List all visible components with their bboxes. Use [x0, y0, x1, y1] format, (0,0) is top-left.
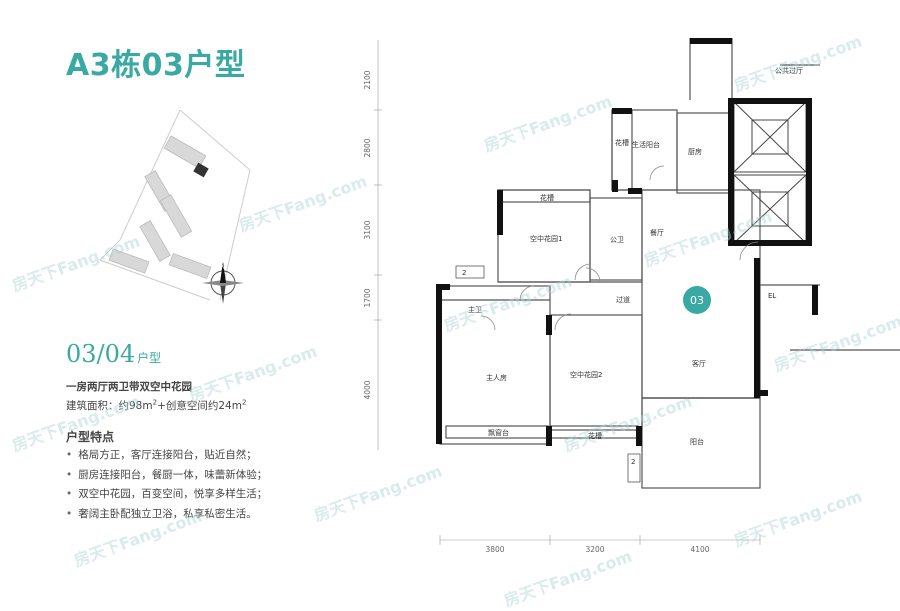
- room-label: 空中花园1: [530, 234, 562, 243]
- site-boundary: [99, 110, 181, 261]
- unit-type-number: 03/04: [66, 340, 136, 368]
- ac-tag: 2: [631, 458, 635, 466]
- feature-item: 格局方正，客厅连接阳台，贴近自然；: [66, 446, 267, 466]
- features-heading: 户型特点: [66, 430, 115, 444]
- building-block: [108, 248, 150, 274]
- room-label: 花槽: [588, 431, 602, 440]
- dim-label: 2100: [363, 70, 372, 89]
- elevator-shaft: [733, 101, 807, 244]
- room-label: 主人房: [486, 373, 507, 382]
- dim-label: 3100: [363, 220, 372, 239]
- dim-label: 4100: [690, 545, 709, 554]
- area-sup: 2: [152, 398, 158, 407]
- dim-label: 1700: [363, 288, 372, 307]
- area-building: 建筑面积：约98m: [66, 400, 153, 412]
- dim-label: 3800: [485, 545, 504, 554]
- north-label: N: [221, 264, 226, 271]
- building-block: [159, 194, 193, 238]
- watermark-text: 房天下Fang.com: [186, 341, 320, 406]
- unit-marker-label: 03: [690, 294, 704, 307]
- dim-label: 4000: [363, 380, 372, 399]
- highlighted-building: [193, 162, 209, 178]
- feature-item: 双空中花园，百变空间，悦享多样生活；: [66, 485, 267, 505]
- site-plan-map: [99, 110, 251, 301]
- room-label: 空中花园2: [570, 370, 602, 379]
- doors: [480, 165, 759, 331]
- feature-item: 奢阔主卧配独立卫浴，私享私密生活。: [66, 505, 267, 525]
- ac-tag: 2: [462, 269, 466, 277]
- features-list: 格局方正，客厅连接阳台，贴近自然； 厨房连接阳台，餐厨一体，味蕾新体验； 双空中…: [66, 446, 267, 524]
- feature-item: 厨房连接阳台，餐厨一体，味蕾新体验；: [66, 466, 267, 486]
- structural-columns: [436, 38, 818, 446]
- room-label: 客厅: [692, 359, 706, 368]
- building-block: [163, 135, 207, 169]
- unit-type-suffix: 户型: [137, 351, 162, 365]
- room-label: 生活阳台: [632, 140, 660, 149]
- room-label: 花槽: [540, 193, 554, 202]
- unit-summary: 一房两厅两卫带双空中花园: [66, 381, 192, 393]
- building-block: [139, 220, 171, 262]
- floor-plan: 2100 2800 3100 1700 4000 3800 3200 4100: [363, 38, 900, 554]
- room-label: 花槽: [615, 138, 629, 147]
- dim-label: 3200: [585, 545, 604, 554]
- site-boundary: [179, 110, 251, 301]
- room-label: 餐厅: [650, 228, 664, 237]
- area-creative: +创意空间约24m: [157, 400, 242, 412]
- unit-marker-badge: [683, 286, 711, 314]
- unit-area: 建筑面积：约98m2+创意空间约24m2: [66, 398, 246, 413]
- room-label: 过道: [616, 295, 630, 304]
- room-label: 公卫: [610, 236, 624, 244]
- page-title: A3栋03户型: [66, 48, 246, 83]
- building-block: [168, 253, 212, 279]
- room-label: 厨房: [688, 147, 702, 156]
- compass-icon: N: [202, 262, 244, 304]
- room-label: 公共过厅: [775, 66, 803, 75]
- ac-unit: 2 2: [455, 265, 641, 483]
- walls: [439, 38, 900, 489]
- dim-label: 2800: [363, 138, 372, 157]
- room-label: 飘窗台: [488, 428, 509, 437]
- room-label: 主卫: [468, 305, 482, 314]
- area-sup: 2: [241, 398, 247, 407]
- room-label: 阳台: [690, 437, 704, 446]
- room-label: EL: [768, 292, 776, 300]
